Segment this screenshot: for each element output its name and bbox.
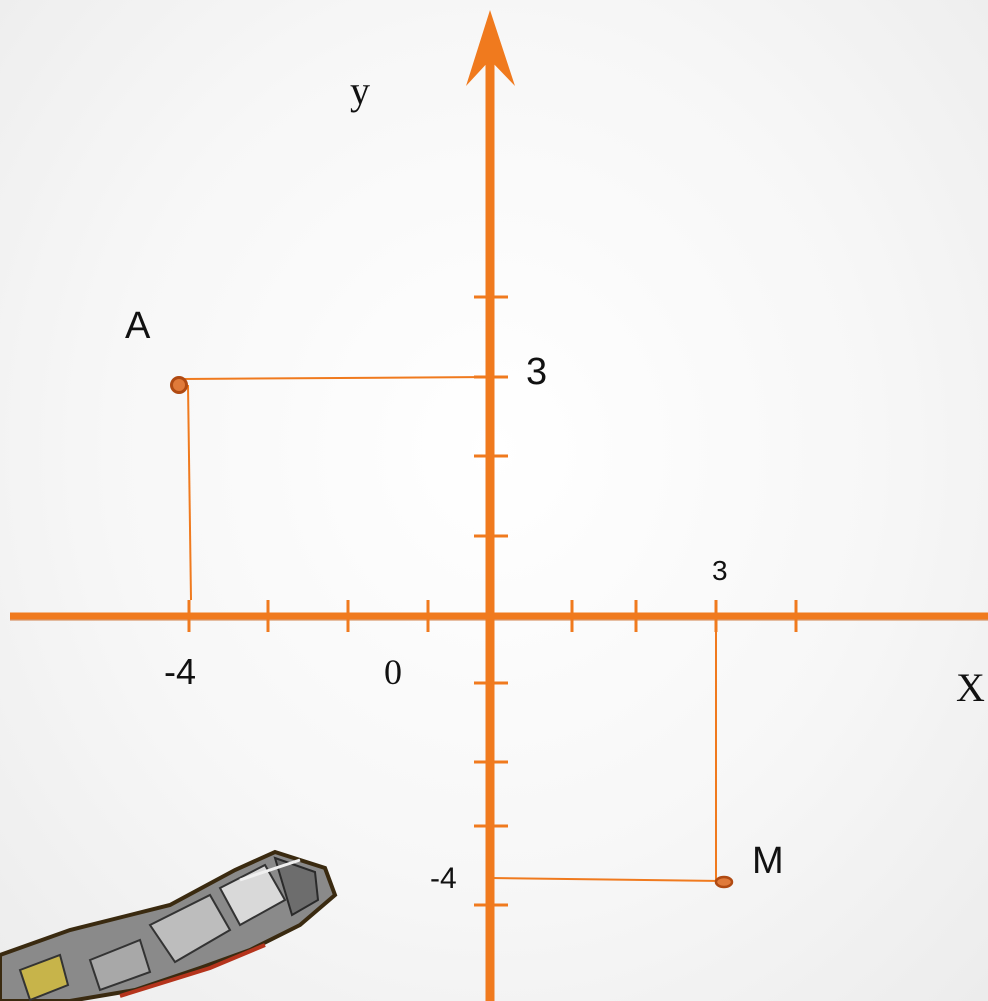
point-m bbox=[714, 875, 734, 889]
point-m-label: M bbox=[752, 840, 784, 882]
x-tick-label-pos-3: 3 bbox=[712, 555, 728, 586]
y-tick-label-pos-3: 3 bbox=[526, 351, 547, 393]
origin-label: 0 bbox=[384, 652, 402, 692]
point-a bbox=[170, 376, 188, 394]
spaceship-icon bbox=[0, 849, 338, 1001]
x-axis-label: X bbox=[956, 665, 985, 710]
projection-lines bbox=[181, 376, 723, 882]
y-axis-arrow bbox=[466, 10, 515, 86]
y-axis-label: y bbox=[350, 68, 370, 113]
y-tick-label-neg-4: -4 bbox=[430, 862, 457, 895]
x-axis bbox=[10, 612, 988, 621]
y-axis-ticks bbox=[474, 295, 508, 907]
x-tick-label-neg-4: -4 bbox=[164, 651, 196, 692]
point-a-label: A bbox=[125, 305, 151, 347]
projection-a-vertical bbox=[187, 384, 192, 601]
projection-m-horizontal bbox=[489, 877, 723, 882]
projection-a-horizontal bbox=[181, 376, 491, 380]
y-axis bbox=[466, 10, 515, 1001]
x-axis-ticks bbox=[187, 600, 798, 632]
